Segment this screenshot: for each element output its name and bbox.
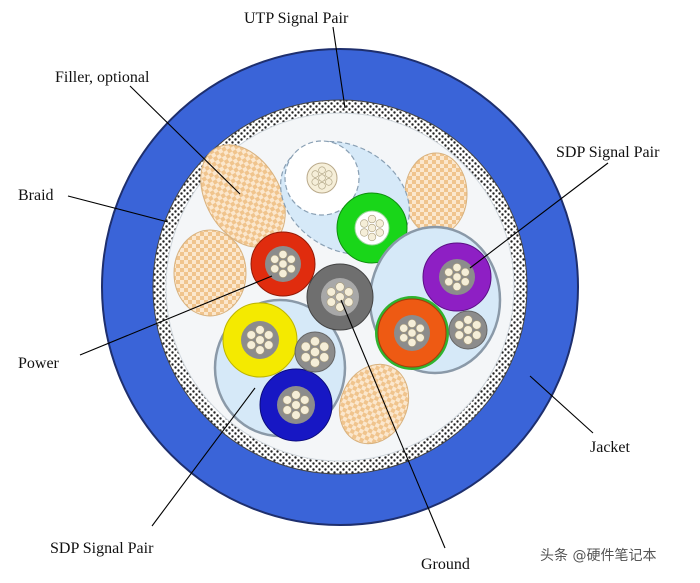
strand-2-2 (367, 232, 377, 242)
strand-4-6 (460, 267, 470, 277)
strand-0-0 (278, 259, 288, 269)
strand-7-1 (264, 340, 274, 350)
strand-2-3 (360, 228, 369, 237)
conductor-strands (246, 166, 482, 420)
leader-filler (129, 85, 241, 195)
strand-5-0 (407, 328, 417, 338)
strand-9-6 (319, 341, 330, 352)
strand-4-3 (444, 277, 454, 287)
strand-8-2 (291, 410, 301, 420)
leader-jacket (529, 375, 594, 434)
strand-4-1 (460, 277, 470, 287)
strand-1-5 (335, 282, 345, 292)
strand-3-3 (311, 178, 319, 186)
strand-5-2 (407, 338, 417, 347)
label-braid: Braid (18, 187, 54, 204)
strand-8-6 (300, 395, 310, 405)
strand-0-6 (286, 254, 296, 264)
strand-0-3 (270, 264, 280, 274)
strand-8-3 (282, 405, 292, 415)
strand-3-5 (318, 166, 326, 174)
strand-8-1 (300, 405, 310, 415)
strand-3-0 (318, 174, 326, 182)
strand-9-5 (310, 336, 320, 347)
strand-7-6 (264, 330, 274, 340)
leader-ground (340, 299, 446, 549)
strand-3-1 (325, 178, 333, 186)
strand-0-5 (278, 250, 288, 259)
strand-9-2 (310, 357, 320, 368)
label-sdp-signal-pair-bottom: SDP Signal Pair (50, 540, 154, 557)
strand-6-2 (463, 335, 473, 345)
strand-5-6 (415, 323, 425, 333)
label-ground: Ground (421, 556, 470, 573)
strand-6-1 (472, 330, 482, 340)
strand-6-6 (472, 320, 482, 330)
leader-utp (332, 26, 346, 109)
strand-2-1 (375, 228, 384, 237)
strand-0-4 (270, 254, 280, 264)
strand-1-1 (344, 297, 354, 307)
strand-3-6 (325, 170, 333, 178)
strand-9-1 (319, 352, 330, 363)
leader-lines (67, 26, 609, 549)
strand-4-0 (452, 272, 462, 282)
filler-bottom (338, 363, 410, 445)
label-power: Power (18, 355, 60, 372)
leader-braid (67, 195, 169, 223)
utp-signal-pair (280, 140, 410, 264)
filler-left (173, 229, 247, 317)
strand-1-0 (335, 292, 345, 302)
strand-2-4 (360, 219, 369, 228)
strand-3-2 (318, 182, 326, 190)
strand-1-4 (326, 287, 336, 297)
strand-4-4 (444, 267, 454, 277)
strand-7-2 (255, 345, 265, 355)
strand-4-2 (452, 282, 462, 291)
strand-2-0 (367, 223, 377, 233)
strand-2-6 (375, 219, 384, 228)
strand-0-1 (286, 264, 296, 274)
leader-power (79, 275, 273, 356)
strand-5-5 (407, 319, 417, 328)
strand-1-6 (344, 287, 354, 297)
strand-8-4 (282, 395, 292, 405)
label-utp-signal-pair: UTP Signal Pair (244, 10, 349, 27)
watermark: 头条 @硬件笔记本 (540, 547, 656, 564)
strand-4-5 (452, 263, 462, 272)
label-sdp-signal-pair-right: SDP Signal Pair (556, 144, 660, 161)
strand-0-2 (278, 269, 288, 278)
strand-7-5 (255, 325, 265, 335)
strand-7-3 (246, 340, 256, 350)
label-filler: Filler, optional (55, 69, 150, 86)
strand-7-0 (255, 335, 265, 345)
strand-9-4 (300, 341, 311, 352)
strand-8-5 (291, 390, 301, 400)
strand-6-4 (454, 320, 464, 330)
leader-sdp-right (469, 162, 609, 269)
strand-8-0 (291, 400, 301, 410)
strand-9-0 (310, 347, 320, 357)
strand-6-3 (454, 330, 464, 340)
strand-3-4 (311, 170, 319, 178)
strand-5-1 (415, 333, 425, 343)
sdp-signal-pair-right (368, 225, 502, 375)
strand-9-3 (300, 352, 311, 363)
strand-6-0 (463, 325, 473, 335)
strand-5-3 (399, 333, 409, 343)
label-jacket: Jacket (590, 439, 631, 456)
strand-2-5 (367, 214, 377, 224)
strand-7-4 (246, 330, 256, 340)
strand-5-4 (399, 323, 409, 333)
filler-top-right (404, 152, 468, 236)
leader-sdp-bottom (151, 387, 256, 527)
strand-6-5 (463, 315, 473, 325)
strand-1-3 (326, 297, 336, 307)
